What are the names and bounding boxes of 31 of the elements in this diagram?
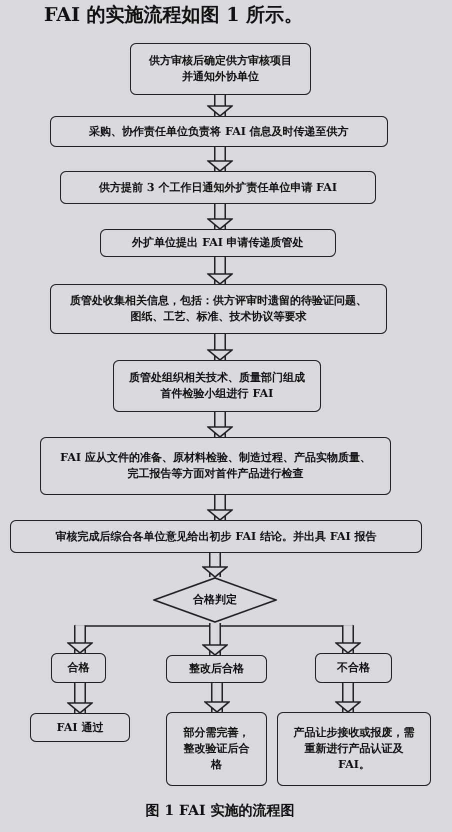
block-arrow <box>207 204 233 230</box>
decision-diamond: 合格判定 <box>153 577 277 623</box>
block-arrow <box>202 623 228 656</box>
block-arrow <box>207 334 233 361</box>
process-box: 质管处组织相关技术、质量部门组成首件检验小组进行 FAI <box>113 360 321 412</box>
process-box: 合格 <box>51 653 106 683</box>
block-arrow <box>207 412 233 438</box>
process-box: 部分需完善，整改验证后合格 <box>166 712 267 786</box>
block-arrow <box>207 257 233 285</box>
process-box: 供方提前 3 个工作日通知外扩责任单位申请 FAI <box>60 171 376 204</box>
block-arrow <box>204 683 230 713</box>
process-box: FAI 应从文件的准备、原材料检验、制造过程、产品实物质量、完工报告等方面对首件产品进行检查 <box>40 437 391 495</box>
process-box: 外扩单位提出 FAI 申请传递质管处 <box>100 229 336 257</box>
process-box: 不合格 <box>315 653 392 683</box>
process-box: FAI 通过 <box>30 713 130 742</box>
process-box: 产品让步接收或报废，需重新进行产品认证及 FAI。 <box>277 712 431 786</box>
block-arrow <box>207 495 233 521</box>
block-arrow <box>202 553 228 578</box>
block-arrow <box>335 625 361 654</box>
process-box: 质管处收集相关信息，包括：供方评审时遗留的待验证问题、图纸、工艺、标准、技术协议等要求 <box>50 284 387 334</box>
block-arrow <box>335 683 361 713</box>
process-box: 供方审核后确定供方审核项目并通知外协单位 <box>130 43 311 95</box>
process-box: 采购、协作责任单位负责将 FAI 信息及时传递至供方 <box>50 116 388 147</box>
block-arrow <box>207 95 233 117</box>
process-box: 整改后合格 <box>166 655 267 683</box>
block-arrow <box>67 683 93 714</box>
block-arrow <box>207 147 233 172</box>
heading: FAI 的实施流程如图 1 所示。 <box>44 3 304 28</box>
block-arrow <box>67 625 93 654</box>
process-box: 审核完成后综合各单位意见给出初步 FAI 结论。并出具 FAI 报告 <box>10 520 422 553</box>
figure-caption: 图 1 FAI 实施的流程图 <box>146 803 294 819</box>
